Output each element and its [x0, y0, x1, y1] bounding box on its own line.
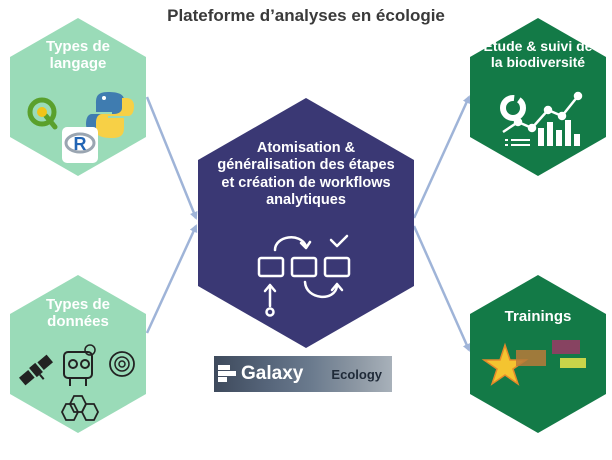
biodiversity-label: Étude & suivi de la biodiversité: [483, 38, 593, 71]
hexagon-biodiversity: [470, 18, 606, 176]
trainings-label: Trainings: [504, 308, 572, 325]
galaxy-ecology-banner: Galaxy Ecology: [214, 356, 392, 392]
r-icon: R: [62, 127, 98, 163]
hexagon-data: [10, 275, 146, 433]
workflow-icon: [257, 234, 351, 317]
molecule-icon: [60, 395, 100, 421]
data-types-label: Types de données: [46, 296, 110, 331]
banner-name: Galaxy: [241, 363, 304, 384]
svg-text:R: R: [74, 134, 87, 154]
arrow-languages-to-center: [145, 96, 198, 220]
line-chart-icon: [502, 91, 583, 134]
connectors: [145, 95, 471, 352]
arrow-data-to-center: [145, 224, 198, 334]
qgis-icon: [27, 97, 58, 130]
sound-icon: [109, 351, 135, 377]
python-icon: [86, 92, 134, 138]
diagram-title: Plateforme d’analyses en écologie: [167, 6, 445, 25]
donut-chart-icon: [500, 95, 526, 121]
banner-subtitle: Ecology: [331, 366, 382, 382]
hexagon-center: [198, 98, 414, 348]
satellite-icon: [18, 354, 54, 386]
camera-trap-icon: [63, 344, 96, 386]
list-icon: [505, 139, 530, 146]
galaxy-logo-icon: [218, 365, 238, 383]
center-label: Atomisation & généralisation des étapes …: [217, 140, 395, 209]
languages-label: Types de langage: [46, 38, 110, 73]
arrow-center-to-trainings: [412, 225, 471, 352]
arrow-center-to-biodiversity: [412, 95, 471, 219]
bar-chart-icon: [538, 120, 580, 146]
galaxy-star-logo-icon: [481, 340, 586, 386]
